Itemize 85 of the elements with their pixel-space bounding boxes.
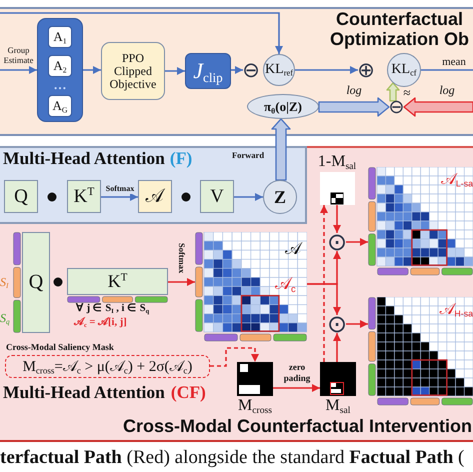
matrix-box [67,180,101,213]
formula: ∀ j ∈ S$_{I}$ , i ∈ S$_{q}$ [76,303,150,315]
advantage-box [48,95,72,117]
token-set-label: S$_{q}$ [0,311,10,325]
heatmap-label: 𝒜$_{L-sa}$ [440,170,473,190]
heatmap-label: 𝒜$_{c}$ [274,273,297,294]
minus-operator: ⊖ [388,99,405,116]
advantage-box [48,55,72,77]
token-set-label: S$_{I}$ [0,275,8,289]
edge-label: Softmax [177,243,187,274]
mask-label: M$_{cross}$ [237,397,273,414]
connector-line [421,69,473,71]
heatmap-label: 𝒜$_{H-sa}$ [438,300,473,320]
plus-operator: ⊕ [357,61,375,79]
panel-title: (F) [170,148,192,168]
dashed-arrow [320,205,328,362]
hollow-arrow [318,97,390,117]
box-label: A$_{G}$ [52,98,68,114]
arrow [346,320,368,328]
hollow-arrow [271,118,291,181]
hollow-arrow [403,97,473,117]
attention-panel [0,146,307,224]
intervention-panel [0,146,473,442]
panel-title: Multi-Head Attention [3,148,165,168]
dashed-arrow [210,347,259,367]
section-heading: Multi-Head Attention [3,382,165,403]
objective-box [101,42,165,100]
query-box [22,232,50,333]
box-label: A$_{1}$ [53,29,67,45]
ellipse-label: π$_{θ}$(o|Z) [264,98,302,114]
output-circle [263,180,297,214]
matrix-box [200,180,234,213]
advantage-box [48,26,72,48]
edge-label: Softmax [103,184,137,194]
matrix-box [4,180,38,213]
formula: M$_{cross}$=𝒜$_{c}$ > μ(𝒜$_{c}$) + 2σ(𝒜$_{c}$) [22,358,192,376]
arrow [231,66,243,74]
panel-title: Counterfactual Optimization Ob [329,9,470,49]
section-heading: (CF) [170,382,206,403]
arrow [83,66,101,74]
arrow [234,193,263,201]
box-label: Q [28,271,44,294]
arrow [295,66,358,74]
product-operator: ⊙ [327,232,347,252]
product-operator: ⊙ [327,314,347,334]
objective-panel [0,7,473,136]
arrow [346,238,368,246]
formula: 𝒜$_{c}$ = 𝒜[i, j] [72,317,128,329]
edge-label: Group Estimate [1,45,36,65]
arrow [273,384,320,392]
arrow [0,12,283,54]
minus-operator: ⊖ [242,61,260,79]
key-box [67,268,168,295]
box-label: V [210,186,224,208]
objective-box [185,53,231,89]
box-label: Q [14,186,28,208]
mask-label: M$_{sal}$ [324,397,352,414]
arrow [101,193,138,201]
box-label: A$_{2}$ [53,58,67,74]
edge-label: ≈ [401,87,413,99]
arrow [333,333,341,362]
circle-label: Z [274,186,286,208]
arrow [307,283,341,315]
mask-label: 1-M$_{sal}$ [316,153,358,171]
kl-circle [263,54,295,86]
circle-label: KL$_{cf}$ [391,62,417,78]
panel-title: Cross-Modal Counterfactual Intervention [122,415,472,438]
circle-label: KL$_{ref}$ [265,62,293,78]
arrow [333,205,341,233]
ellipsis-label: … [52,79,68,91]
box-label: PPO Clipped Objective [108,52,158,90]
heatmap-label: 𝒜 [284,238,304,259]
matrix-box [138,180,172,213]
box-label: K$^{T}$ [74,186,94,208]
box-label: K$^{T}$ [108,271,128,292]
box-label: 𝒜 [144,184,166,208]
arrow [168,278,195,286]
box-label: J$_{clip}$ [193,58,223,84]
arrow [165,67,185,75]
arrow [0,66,37,74]
mask-heading: Cross-Modal Saliency Mask [6,341,114,353]
hollow-arrow [386,82,400,102]
caption: terfactual Path (Red) alongside the standard Factual Path ( [0,447,464,469]
advantage-group-box [37,18,83,122]
kl-circle [387,53,421,87]
